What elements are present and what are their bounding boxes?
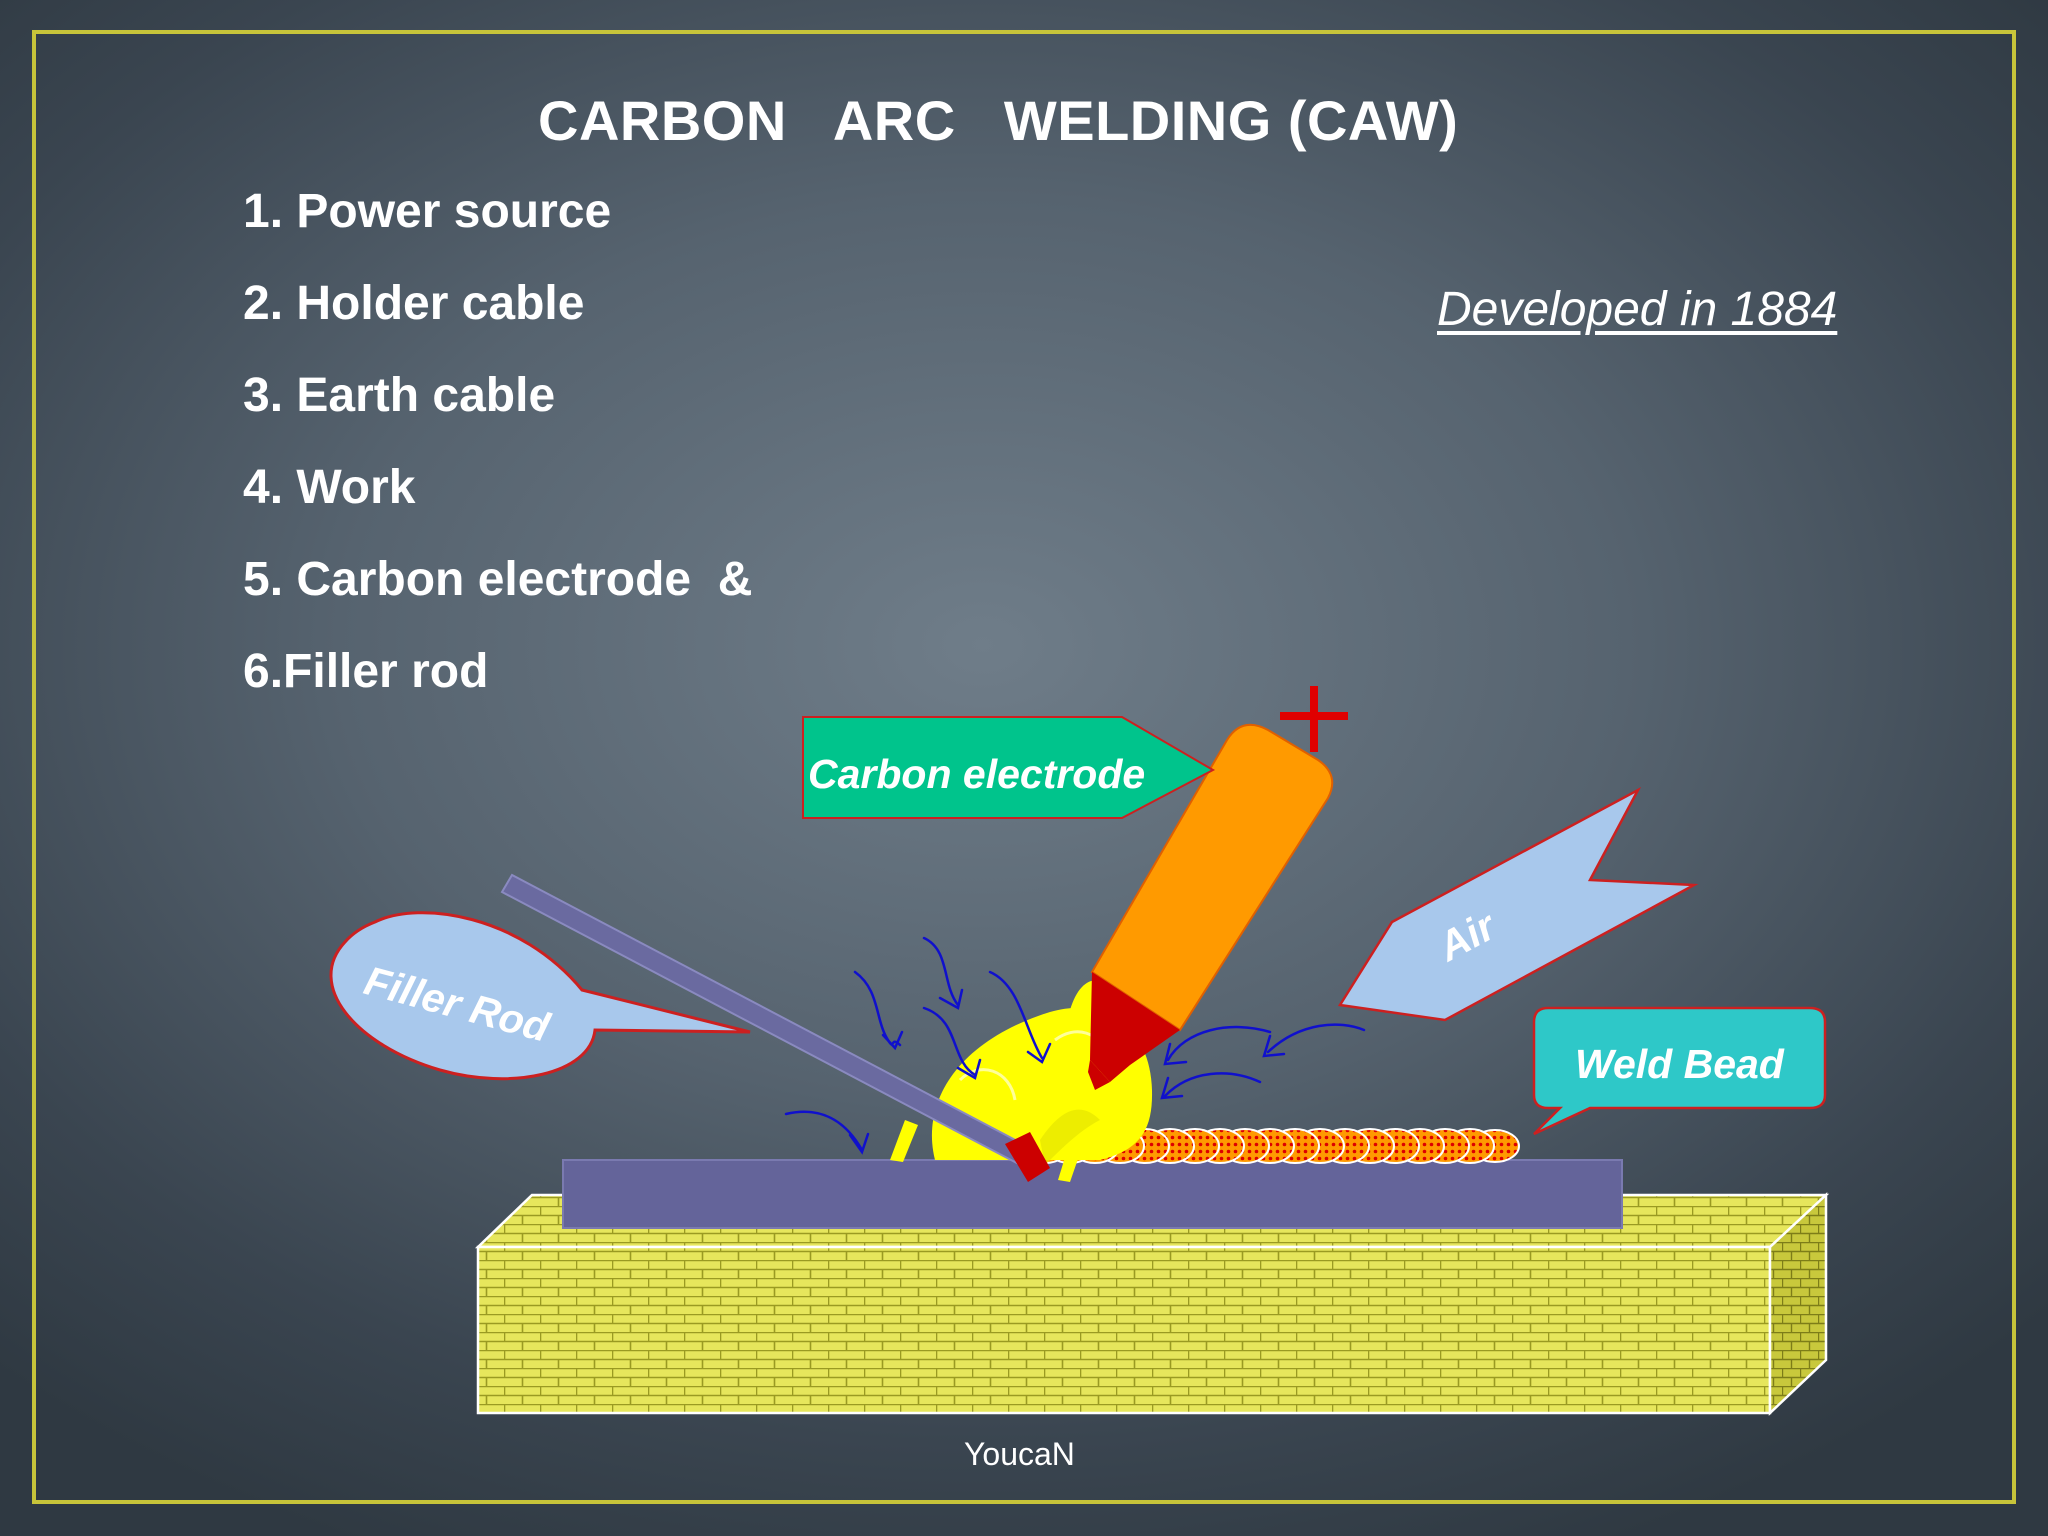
filler-rod-label: Filler Rod (329, 911, 751, 1081)
air-flow-lines (784, 936, 1366, 1155)
weld-bead-label: Weld Bead (1532, 1006, 1827, 1136)
air-arrow: Air (1337, 786, 1699, 1022)
list-item: 6.Filler rod (243, 645, 489, 698)
weld-bead-text: Weld Bead (1575, 1041, 1785, 1087)
list-item: 1. Power source (243, 185, 612, 238)
slide-title: CARBON ARC WELDING (CAW) (538, 89, 1459, 152)
developed-year-note: Developed in 1884 (1437, 283, 1838, 336)
carbon-electrode (1088, 723, 1334, 1090)
carbon-electrode-label: Carbon electrode (802, 716, 1216, 819)
slide-frame (32, 30, 2016, 1504)
carbon-electrode-text: Carbon electrode (808, 751, 1145, 797)
work-plate (562, 1159, 1623, 1229)
positive-polarity-icon (1280, 686, 1348, 752)
list-item: 4. Work (243, 461, 416, 514)
author-credit: YoucaN (964, 1436, 1075, 1472)
filler-rod (500, 873, 1050, 1182)
list-item: 3. Earth cable (243, 369, 556, 422)
list-item: 2. Holder cable (243, 277, 585, 330)
components-list: 1. Power source 2. Holder cable 3. Earth… (243, 180, 752, 732)
list-item: 5. Carbon electrode & (243, 553, 753, 606)
